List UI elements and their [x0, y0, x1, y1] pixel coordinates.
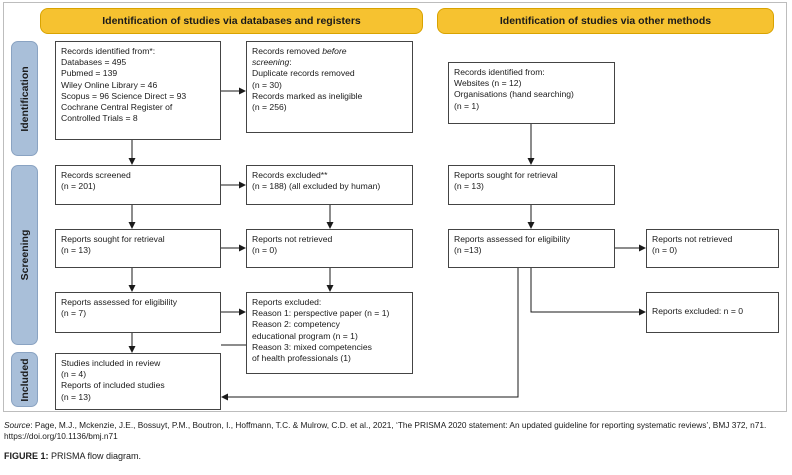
- header-other-methods: Identification of studies via other meth…: [437, 8, 774, 34]
- diagram-frame: [3, 2, 787, 412]
- other-records-identified-box: Records identified from: Websites (n = 1…: [448, 62, 615, 124]
- reports-sought-box: Reports sought for retrieval (n = 13): [55, 229, 221, 268]
- records-removed-italic: before screening: [252, 46, 347, 68]
- phase-screening: Screening: [11, 165, 38, 345]
- reports-assessed-box: Reports assessed for eligibility (n = 7): [55, 292, 221, 333]
- figure-caption: FIGURE 1: PRISMA flow diagram.: [4, 451, 141, 461]
- other-reports-assessed-box: Reports assessed for eligibility (n =13): [448, 229, 615, 268]
- records-screened-box: Records screened (n = 201): [55, 165, 221, 205]
- records-excluded-box: Records excluded** (n = 188) (all exclud…: [246, 165, 413, 205]
- other-reports-not-retrieved-box: Reports not retrieved (n = 0): [646, 229, 779, 268]
- reports-not-retrieved-box: Reports not retrieved (n = 0): [246, 229, 413, 268]
- figure-caption-text: PRISMA flow diagram.: [48, 451, 142, 461]
- reports-excluded-box: Reports excluded: Reason 1: perspective …: [246, 292, 413, 374]
- other-reports-sought-box: Reports sought for retrieval (n = 13): [448, 165, 615, 205]
- source-label: Source: [4, 420, 31, 430]
- phase-identification-label: Identification: [18, 65, 31, 132]
- source-text: : Page, M.J., Mckenzie, J.E., Bossuyt, P…: [4, 420, 767, 441]
- figure-caption-label: FIGURE 1:: [4, 451, 49, 461]
- other-reports-excluded-box: Reports excluded: n = 0: [646, 292, 779, 333]
- records-removed-box: Records removed before screening: Duplic…: [246, 41, 413, 133]
- phase-included-label: Included: [18, 357, 31, 402]
- phase-screening-label: Screening: [18, 229, 31, 281]
- source-note: Source: Page, M.J., Mckenzie, J.E., Boss…: [4, 420, 784, 442]
- studies-included-box: Studies included in review (n = 4) Repor…: [55, 353, 221, 410]
- records-identified-box: Records identified from*: Databases = 49…: [55, 41, 221, 140]
- phase-included: Included: [11, 352, 38, 407]
- header-databases: Identification of studies via databases …: [40, 8, 423, 34]
- phase-identification: Identification: [11, 41, 38, 156]
- records-removed-rest: : Duplicate records removed (n = 30) Rec…: [252, 57, 363, 113]
- records-removed-prefix: Records removed: [252, 46, 323, 56]
